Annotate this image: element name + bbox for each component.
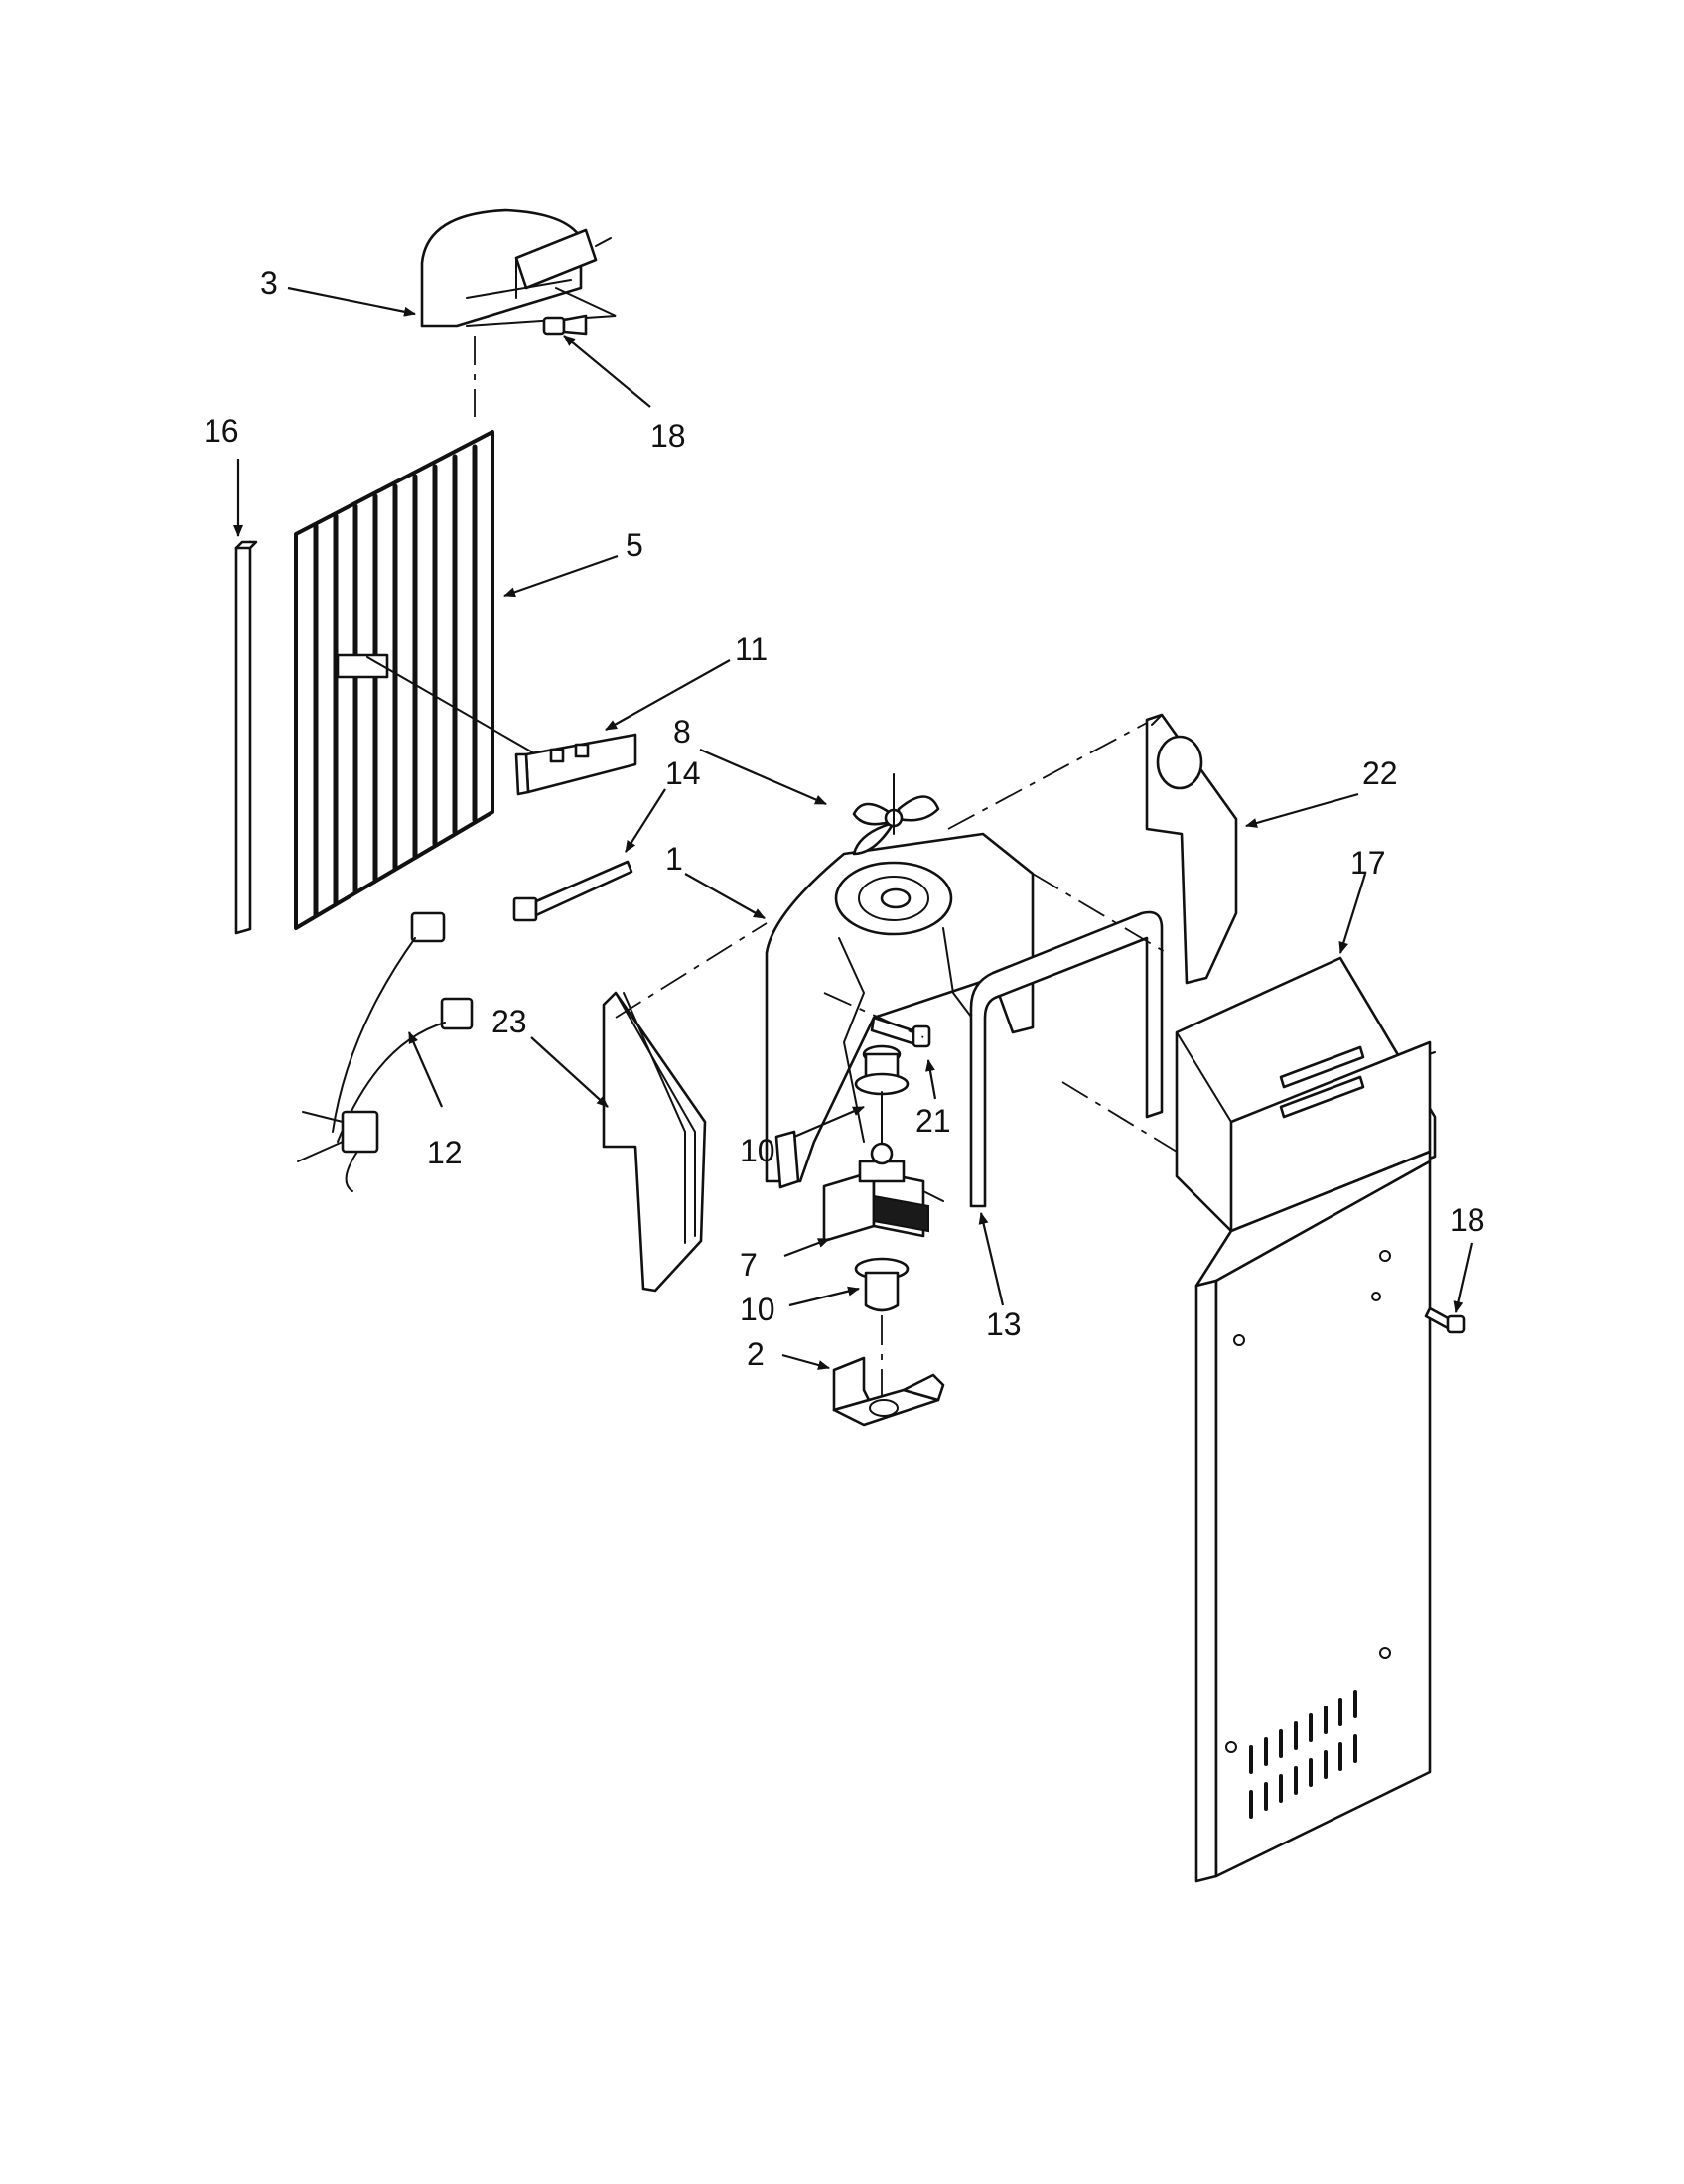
- callout-18-lower: 18: [1450, 1202, 1485, 1238]
- callout-leaders: [233, 286, 1474, 1370]
- callout-2: 2: [747, 1336, 765, 1372]
- part-5-grille: [294, 430, 537, 930]
- callout-18-top: 18: [650, 418, 686, 454]
- callout-23: 23: [491, 1004, 527, 1039]
- callout-17: 17: [1350, 845, 1386, 881]
- callout-8: 8: [673, 714, 691, 750]
- part-17-rear-cover: [1175, 956, 1437, 1883]
- part-8-fan-blade: [852, 773, 940, 856]
- part-18-screw-top: [542, 314, 588, 336]
- callout-16: 16: [204, 413, 239, 449]
- part-3-duct-cover: [420, 208, 617, 328]
- callout-14: 14: [665, 755, 701, 791]
- part-22-side-bracket: [1145, 713, 1238, 985]
- callout-labels: 3 18 16 5 11 8 14 1 22 17 23 21 10 12 13…: [204, 265, 1485, 1372]
- part-13-gasket: [969, 910, 1164, 1208]
- callout-1: 1: [665, 841, 683, 877]
- part-10-grommet-lower: [854, 1257, 910, 1400]
- part-2-motor-bracket: [832, 1356, 945, 1427]
- callout-13: 13: [986, 1306, 1022, 1342]
- callout-10-upper: 10: [740, 1133, 775, 1168]
- part-11-bracket: [514, 733, 637, 796]
- part-1-fan-shroud: [765, 832, 1035, 1189]
- callout-11: 11: [735, 631, 768, 667]
- callout-3: 3: [260, 265, 278, 301]
- part-23-side-panel: [602, 991, 707, 1293]
- callout-22: 22: [1362, 755, 1398, 791]
- part-16-foam-strip: [234, 540, 258, 935]
- callout-7: 7: [740, 1247, 758, 1283]
- part-10-grommet-upper: [854, 1044, 910, 1096]
- part-14-wire-tie: [512, 860, 633, 922]
- part-12-wire-harness: [297, 911, 474, 1192]
- part-7-fan-motor: [822, 1091, 944, 1243]
- callout-10-lower: 10: [740, 1292, 775, 1327]
- part-18-screw-lower: [1424, 1306, 1466, 1334]
- part-21-screw: [870, 1016, 931, 1048]
- callout-5: 5: [626, 527, 643, 563]
- callout-12: 12: [427, 1135, 463, 1170]
- callout-21: 21: [915, 1103, 951, 1139]
- assembly-lines: [474, 336, 1178, 1153]
